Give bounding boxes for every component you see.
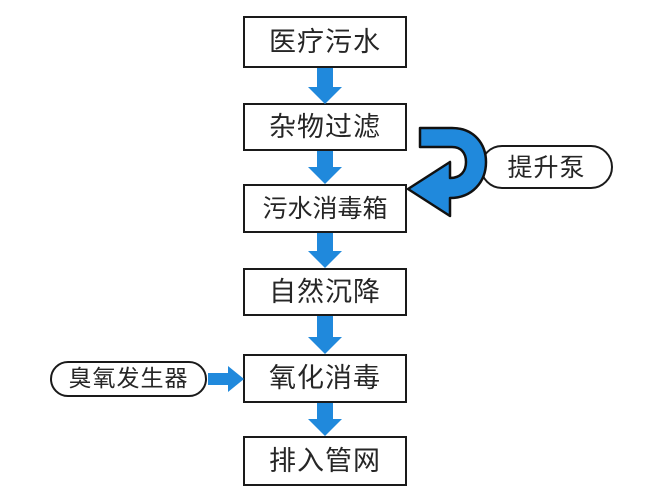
process-box-medical-wastewater[interactable]: 医疗污水	[243, 16, 407, 68]
process-box-oxidation-disinfection[interactable]: 氧化消毒	[243, 354, 407, 403]
process-box-discharge-to-pipe-network[interactable]: 排入管网	[243, 436, 407, 486]
equipment-box-label: 臭氧发生器	[68, 365, 189, 392]
process-box-sewage-disinfection-tank[interactable]: 污水消毒箱	[243, 184, 407, 233]
process-box-natural-sedimentation[interactable]: 自然沉降	[243, 268, 407, 316]
process-box-label: 医疗污水	[269, 26, 381, 58]
process-box-label: 污水消毒箱	[262, 194, 388, 223]
process-box-label: 自然沉降	[269, 276, 381, 308]
arrow-right-ozone-to-oxidation	[208, 366, 244, 392]
arrow-down-sedimentation-to-oxidation	[308, 316, 342, 354]
equipment-box-lift-pump[interactable]: 提升泵	[480, 145, 613, 189]
arrow-down-filter-to-disinfection-tank	[308, 151, 342, 184]
process-box-debris-filter[interactable]: 杂物过滤	[243, 103, 407, 151]
arrow-down-medical-to-filter	[308, 68, 342, 104]
process-box-label: 杂物过滤	[269, 111, 381, 143]
process-box-label: 氧化消毒	[269, 363, 381, 394]
arrow-down-tank-to-sedimentation	[308, 233, 342, 268]
equipment-box-label: 提升泵	[507, 152, 586, 182]
arrow-uturn-pump-to-disinfection-tank	[406, 126, 488, 218]
arrow-down-oxidation-to-discharge	[308, 403, 342, 436]
process-box-label: 排入管网	[269, 445, 381, 477]
equipment-box-ozone-generator[interactable]: 臭氧发生器	[50, 361, 207, 397]
